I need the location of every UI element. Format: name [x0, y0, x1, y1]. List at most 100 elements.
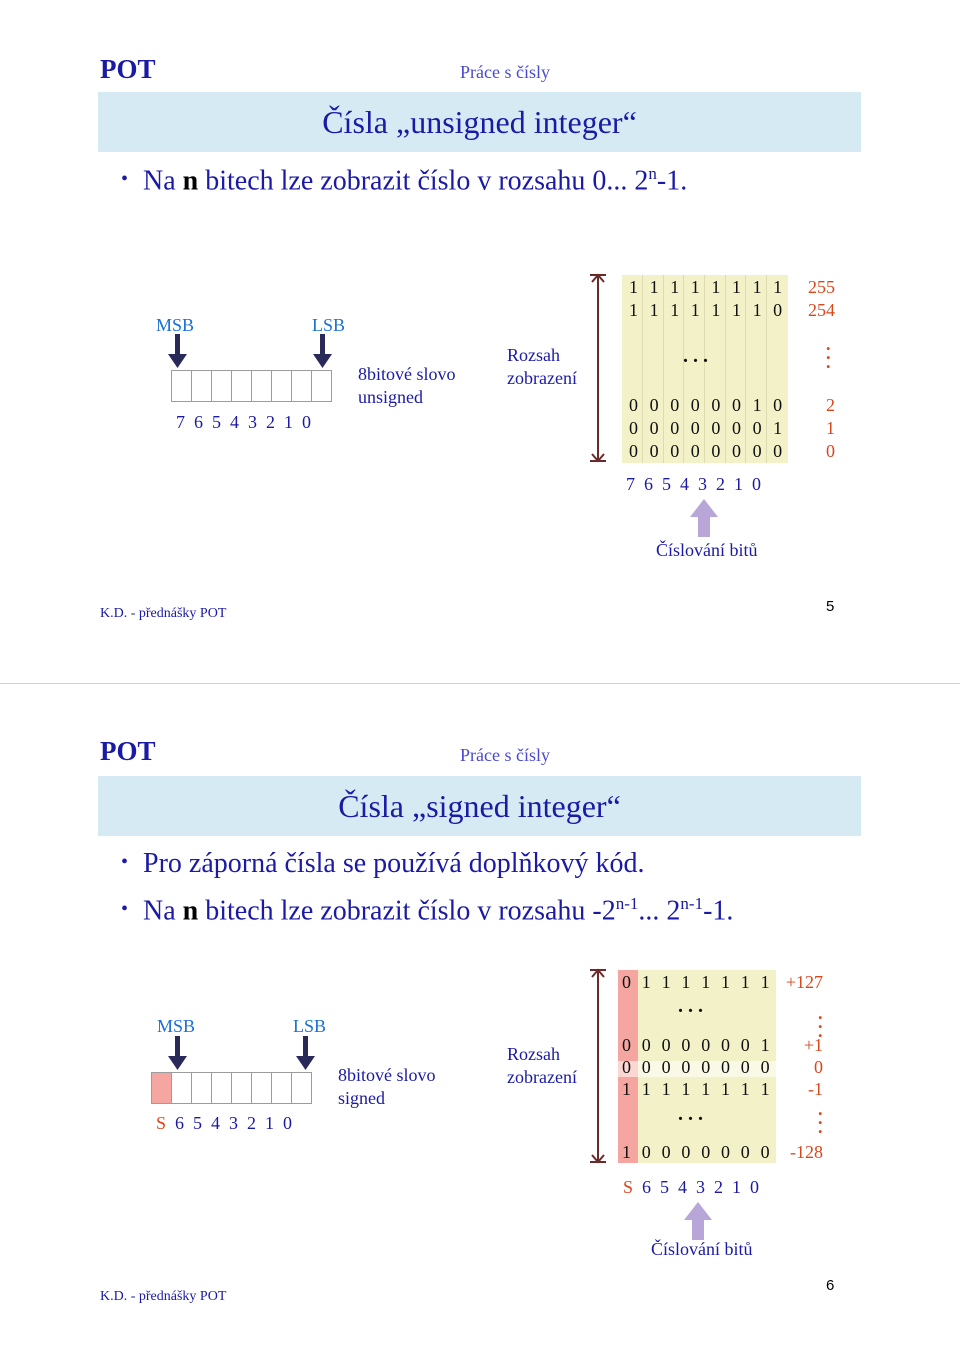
bit-value: 1 [760, 1035, 770, 1055]
bit-value: 0 [701, 1142, 711, 1162]
bit-value: 0 [649, 441, 659, 461]
bit-value: 1 [701, 972, 711, 992]
bit-value: 1 [670, 300, 680, 320]
bit-value: 0 [760, 1057, 770, 1077]
word-caption: 8bitové slovo unsigned [358, 364, 456, 407]
bit-value: 0 [622, 972, 631, 992]
slide-6: POT Práce s čísly Čísla „signed integer“… [0, 683, 960, 1367]
bit-value: 0 [690, 441, 700, 461]
page-number: 6 [826, 1277, 835, 1294]
vertical-ellipsis-icon: ... [818, 1003, 823, 1041]
bit-value: 0 [681, 1057, 691, 1077]
row-value: -1 [808, 1079, 823, 1099]
bit-value: 0 [760, 1142, 770, 1162]
bit-value: 1 [720, 972, 730, 992]
header-topic: Práce s čísly [460, 745, 550, 765]
bit-value: 1 [740, 972, 750, 992]
bit-value: 0 [629, 441, 638, 461]
bit-value: 1 [752, 277, 762, 297]
bit-cell [311, 370, 332, 402]
range-caption: Rozsah zobrazení [507, 1044, 577, 1087]
up-arrow-icon [690, 499, 718, 537]
bit-value: 0 [670, 395, 680, 415]
slide-title: Čísla „signed integer“ [338, 788, 621, 824]
word-cells [151, 1072, 312, 1104]
bit-cell [291, 370, 312, 402]
lsb-label: LSB [312, 315, 346, 335]
word-bit-labels: S 6 5 4 3 2 1 0 [156, 1113, 293, 1133]
bit-value: 0 [649, 418, 659, 438]
bit-value: 1 [661, 1079, 671, 1099]
bit-table [622, 275, 788, 463]
zero-row-highlight [618, 1061, 776, 1077]
bit-value: 1 [773, 418, 783, 438]
range-caption: Rozsah zobrazení [507, 345, 577, 388]
title-bar: Čísla „signed integer“ [98, 776, 861, 836]
bit-value: 0 [731, 418, 741, 438]
bit-value: 0 [622, 1057, 631, 1077]
bit-value: 1 [760, 1079, 770, 1099]
bit-value: 0 [720, 1057, 730, 1077]
row-value: 0 [814, 1057, 823, 1077]
bit-cell [251, 1072, 272, 1104]
bit-value: 0 [622, 1035, 631, 1055]
bit-value: 1 [681, 972, 691, 992]
header-pot: POT [100, 736, 156, 766]
arrow-label: Číslování bitů [656, 540, 758, 560]
title-bar: Čísla „unsigned integer“ [98, 92, 861, 152]
header-pot: POT [100, 54, 156, 84]
row-value: 2 [826, 395, 835, 415]
bit-value: 1 [720, 1079, 730, 1099]
slide-5: POT Práce s čísly Čísla „unsigned intege… [0, 0, 960, 683]
footer: K.D. - přednášky POT [100, 606, 227, 621]
bit-value: 1 [752, 300, 762, 320]
up-arrow-icon [684, 1202, 712, 1240]
slide-title: Čísla „unsigned integer“ [322, 104, 637, 140]
bit-value: 0 [690, 395, 700, 415]
bit-value: 0 [681, 1035, 691, 1055]
bit-value: 1 [629, 300, 638, 320]
bit-value: 1 [649, 277, 659, 297]
bit-value: 0 [773, 395, 783, 415]
bit-value: 0 [641, 1035, 651, 1055]
bit-value: 1 [641, 1079, 651, 1099]
bit-value: 1 [690, 277, 700, 297]
bit-cell [271, 1072, 292, 1104]
bit-value: 0 [711, 395, 721, 415]
bit-value: 1 [670, 277, 680, 297]
bit-value: 1 [760, 972, 770, 992]
bit-value: 0 [731, 441, 741, 461]
bit-value: 0 [661, 1142, 671, 1162]
bit-value: 0 [720, 1142, 730, 1162]
msb-arrow-icon [168, 1036, 187, 1070]
bullet-range: •Na n bitech lze zobrazit číslo v rozsah… [121, 894, 734, 927]
bit-value: 1 [629, 277, 638, 297]
word-cells [171, 370, 332, 402]
bit-value: 0 [641, 1142, 651, 1162]
bit-value: 0 [752, 418, 762, 438]
bit-cell [171, 1072, 192, 1104]
row-value: +1 [803, 1035, 823, 1055]
bit-value: 1 [690, 300, 700, 320]
bit-value: 0 [661, 1057, 671, 1077]
bit-value: 0 [701, 1035, 711, 1055]
bit-cell [191, 370, 212, 402]
bit-cell [271, 370, 292, 402]
bit-value: 1 [701, 1079, 711, 1099]
bit-value: 1 [661, 972, 671, 992]
vertical-ellipsis-icon: ... [826, 334, 831, 372]
page-number: 5 [826, 598, 835, 615]
bit-value: 0 [711, 418, 721, 438]
column-labels: 7 6 5 4 3 2 1 0 [626, 474, 761, 494]
bit-cell [251, 370, 272, 402]
bit-value: 0 [690, 418, 700, 438]
sign-bit-cell [151, 1072, 172, 1104]
bit-cell [231, 1072, 252, 1104]
